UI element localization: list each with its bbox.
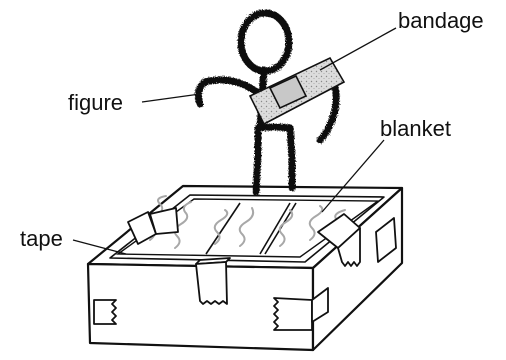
blanket-squiggle bbox=[213, 209, 229, 245]
tape-pieces bbox=[93, 207, 397, 331]
figure-right-leg bbox=[286, 124, 296, 192]
tape-label: tape bbox=[20, 226, 63, 251]
blanket-squiggle bbox=[308, 205, 324, 241]
blanket-label: blanket bbox=[380, 116, 451, 141]
blanket-squiggle bbox=[173, 201, 192, 249]
leader-lines bbox=[72, 27, 397, 255]
figure-hips bbox=[254, 123, 294, 132]
bandage-label: bandage bbox=[398, 8, 484, 33]
tape-strip bbox=[93, 299, 117, 325]
bandage-strip bbox=[248, 56, 346, 126]
tape-strip bbox=[375, 217, 397, 263]
tape-strip bbox=[311, 287, 329, 323]
bandage-leader bbox=[319, 27, 397, 71]
figure-left-arm bbox=[194, 76, 266, 108]
blanket-fold-line bbox=[205, 202, 241, 255]
tape-strip bbox=[195, 261, 228, 305]
tape-strip bbox=[337, 227, 361, 267]
blanket-leader bbox=[321, 139, 385, 213]
tape-leader bbox=[72, 239, 127, 255]
bandage-pad bbox=[268, 74, 308, 110]
figure-left-leg bbox=[252, 124, 262, 196]
blanket-squiggle bbox=[278, 209, 294, 247]
figure-label: figure bbox=[68, 90, 124, 115]
figure-leader bbox=[141, 93, 201, 103]
tape-strip bbox=[273, 297, 313, 331]
blanket-fold-line bbox=[259, 202, 291, 255]
tape-strip bbox=[149, 207, 179, 235]
blanket-squiggle bbox=[238, 207, 255, 247]
figure-head bbox=[237, 9, 293, 75]
